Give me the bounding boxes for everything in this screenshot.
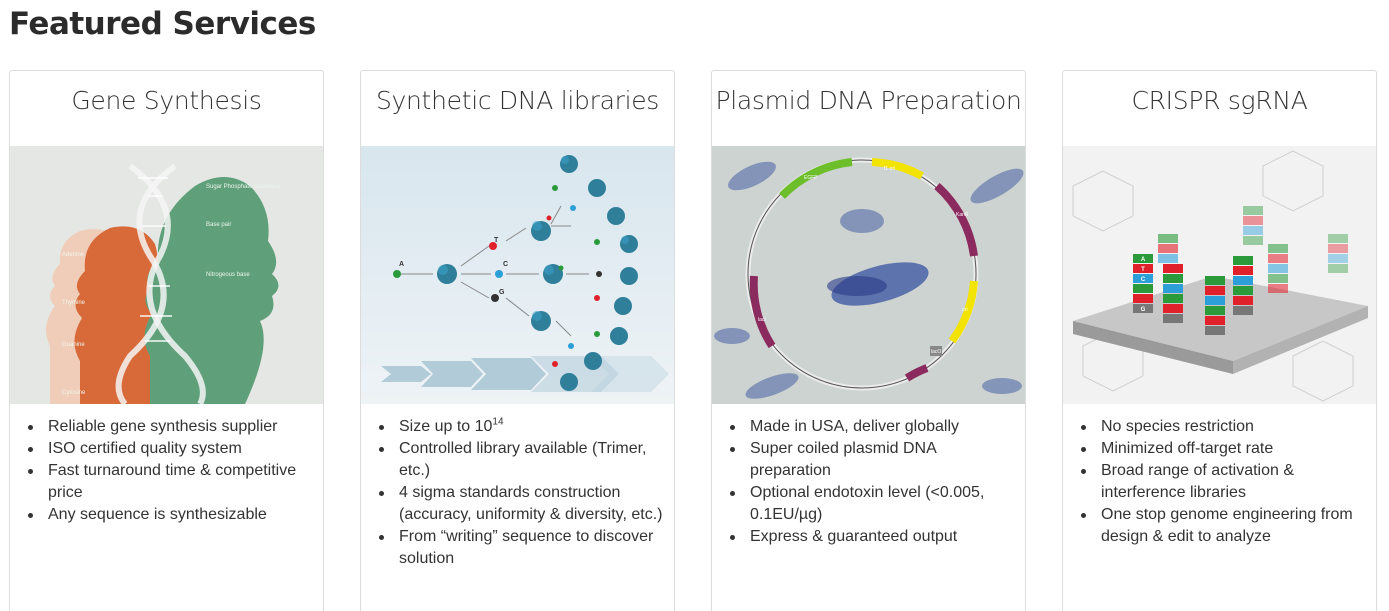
- plasmid-map-image[interactable]: EGFP f1 ori KanR ori lacI lacO: [712, 146, 1025, 404]
- list-item: Super coiled plasmid DNA preparation: [730, 438, 1015, 482]
- image-label: f1 ori: [884, 166, 895, 172]
- feature-list: No species restriction Minimized off-tar…: [1063, 404, 1376, 548]
- service-card-plasmid-dna-preparation[interactable]: Plasmid DNA Preparation: [711, 70, 1026, 611]
- list-item: One stop genome engineering from design …: [1081, 504, 1366, 548]
- service-card-gene-synthesis[interactable]: Gene Synthesis Suga: [9, 70, 324, 611]
- image-label: G: [499, 289, 505, 296]
- list-item: Broad range of activation & interference…: [1081, 460, 1366, 504]
- image-label: KanR: [956, 212, 969, 218]
- image-label: G: [1141, 307, 1146, 313]
- list-item: Fast turnaround time & competitive price: [28, 460, 313, 504]
- list-item: Reliable gene synthesis supplier: [28, 416, 313, 438]
- image-label: lacO: [931, 349, 941, 355]
- list-item: From “writing” sequence to discover solu…: [379, 526, 664, 570]
- dna-library-tree-image[interactable]: A T C G: [361, 146, 674, 404]
- list-item: Optional endotoxin level (<0.005, 0.1EU/…: [730, 482, 1015, 526]
- image-label: EGFP: [804, 175, 818, 181]
- feature-list: Made in USA, deliver globally Super coil…: [712, 404, 1025, 548]
- image-label: Guanine: [62, 342, 85, 348]
- image-label: C: [1141, 277, 1146, 283]
- card-title[interactable]: CRISPR sgRNA: [1131, 86, 1308, 115]
- superscript-exponent: 14: [492, 416, 504, 428]
- feature-list: Size up to 1014 Controlled library avail…: [361, 404, 674, 570]
- image-label: Nitrogeous base: [206, 272, 250, 278]
- service-card-synthetic-dna-libraries[interactable]: Synthetic DNA libraries: [360, 70, 675, 611]
- image-label: A: [399, 261, 404, 268]
- card-title[interactable]: Gene Synthesis: [71, 86, 262, 115]
- image-label: Cytosine: [62, 390, 86, 396]
- image-label: ori: [962, 307, 968, 313]
- image-label: T: [494, 237, 499, 244]
- card-title[interactable]: Synthetic DNA libraries: [375, 86, 660, 115]
- card-title[interactable]: Plasmid DNA Preparation: [715, 86, 1022, 115]
- featured-services-grid: Gene Synthesis Suga: [9, 70, 1389, 611]
- feature-list: Reliable gene synthesis supplier ISO cer…: [10, 404, 323, 526]
- sgrna-array-image[interactable]: A T C G: [1063, 146, 1376, 404]
- list-item: 4 sigma standards construction (accuracy…: [379, 482, 664, 526]
- list-item: Controlled library available (Trimer, et…: [379, 438, 664, 482]
- list-item: ISO certified quality system: [28, 438, 313, 460]
- list-item: Any sequence is synthesizable: [28, 504, 313, 526]
- image-label: C: [503, 261, 508, 268]
- image-label: Sugar Phosphate Backbone: [206, 184, 281, 190]
- list-item: Minimized off-target rate: [1081, 438, 1366, 460]
- page-title: Featured Services: [9, 6, 316, 42]
- image-label: Adenine: [62, 252, 85, 258]
- image-label: A: [1141, 257, 1146, 263]
- list-item: Express & guaranteed output: [730, 526, 1015, 548]
- bullet-text: Size up to 10: [399, 418, 493, 435]
- list-item: Size up to 1014: [379, 416, 664, 438]
- image-label: Base pair: [206, 222, 231, 228]
- service-card-crispr-sgrna[interactable]: CRISPR sgRNA: [1062, 70, 1377, 611]
- image-label: Thymine: [62, 300, 86, 306]
- list-item: No species restriction: [1081, 416, 1366, 438]
- image-label: T: [1141, 267, 1145, 273]
- image-label: lacI: [758, 317, 766, 323]
- dna-silhouette-image[interactable]: Sugar Phosphate Backbone Base pair Nitro…: [10, 146, 323, 404]
- list-item: Made in USA, deliver globally: [730, 416, 1015, 438]
